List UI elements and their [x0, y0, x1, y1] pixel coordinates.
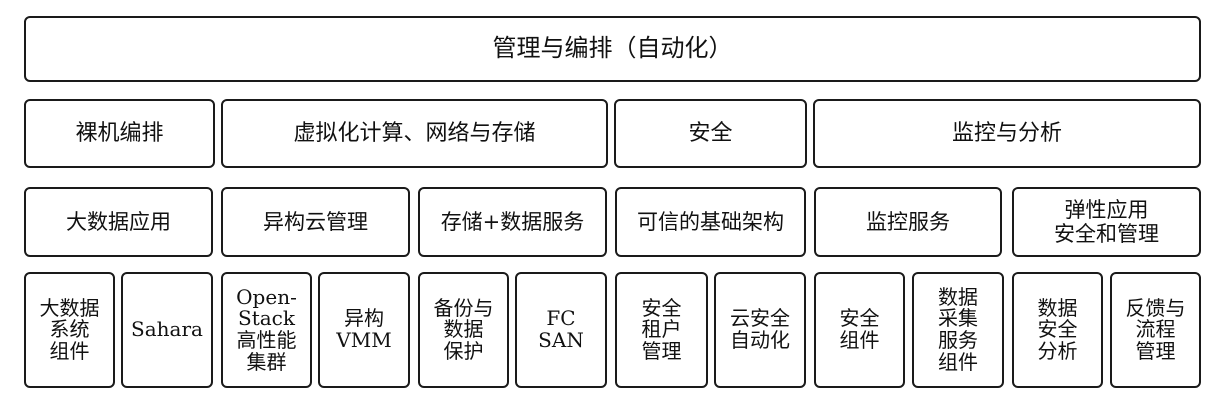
box-monitoring-analysis: 监控与分析	[813, 99, 1201, 168]
label-virtualization: 虚拟化计算、网络与存储	[293, 120, 536, 146]
label-big-data-app: 大数据应用	[66, 209, 171, 234]
box-security: 安全	[614, 99, 807, 168]
label-data-collection: 数据 采集 服务 组件	[938, 284, 978, 374]
box-backup: 备份与 数据 保护	[418, 272, 509, 388]
label-hetero-cloud: 异构云管理	[263, 209, 368, 234]
label-monitoring-analysis: 监控与分析	[951, 120, 1062, 146]
label-security: 安全	[688, 120, 733, 146]
box-elastic-app: 弹性应用 安全和管理	[1012, 187, 1201, 257]
box-sec-components: 安全 组件	[814, 272, 905, 388]
box-storage-data: 存储+数据服务	[418, 187, 607, 257]
box-hetero-vmm: 异构 VMM	[318, 272, 410, 388]
top-box: 管理与编排（自动化）	[24, 16, 1201, 82]
box-data-sec-analysis: 数据 安全 分析	[1012, 272, 1103, 388]
label-hetero-vmm: 异构 VMM	[336, 306, 392, 352]
label-cloud-sec-auto: 云安全 自动化	[730, 306, 790, 352]
label-bigdata-components: 大数据 系统 组件	[39, 295, 100, 363]
top-label: 管理与编排（自动化）	[492, 34, 733, 63]
label-storage-data: 存储+数据服务	[440, 209, 585, 234]
box-virtualization: 虚拟化计算、网络与存储	[221, 99, 608, 168]
box-sahara: Sahara	[121, 272, 213, 388]
box-bare-metal: 裸机编排	[24, 99, 215, 168]
box-monitoring-service: 监控服务	[814, 187, 1002, 257]
label-feedback-flow: 反馈与 流程 管理	[1125, 295, 1186, 363]
label-backup: 备份与 数据 保护	[433, 295, 494, 363]
label-sec-components: 安全 组件	[839, 306, 880, 352]
label-secure-tenant: 安全 租户 管理	[641, 295, 682, 363]
box-cloud-sec-auto: 云安全 自动化	[714, 272, 806, 388]
label-fc-san: FC SAN	[538, 306, 584, 352]
box-big-data-app: 大数据应用	[24, 187, 213, 257]
label-elastic-app: 弹性应用 安全和管理	[1054, 197, 1159, 246]
box-bigdata-components: 大数据 系统 组件	[24, 272, 115, 388]
label-trusted-infra: 可信的基础架构	[637, 209, 784, 234]
box-openstack-hpc: Open- Stack 高性能 集群	[221, 272, 312, 388]
label-monitoring-service: 监控服务	[866, 209, 950, 234]
box-fc-san: FC SAN	[515, 272, 607, 388]
box-hetero-cloud: 异构云管理	[221, 187, 410, 257]
label-data-sec-analysis: 数据 安全 分析	[1037, 295, 1078, 363]
box-feedback-flow: 反馈与 流程 管理	[1110, 272, 1201, 388]
box-trusted-infra: 可信的基础架构	[615, 187, 806, 257]
box-secure-tenant: 安全 租户 管理	[615, 272, 708, 388]
label-sahara: Sahara	[131, 317, 203, 342]
box-data-collection: 数据 采集 服务 组件	[912, 272, 1004, 388]
label-bare-metal: 裸机编排	[75, 120, 164, 146]
label-openstack-hpc: Open- Stack 高性能 集群	[236, 284, 297, 374]
